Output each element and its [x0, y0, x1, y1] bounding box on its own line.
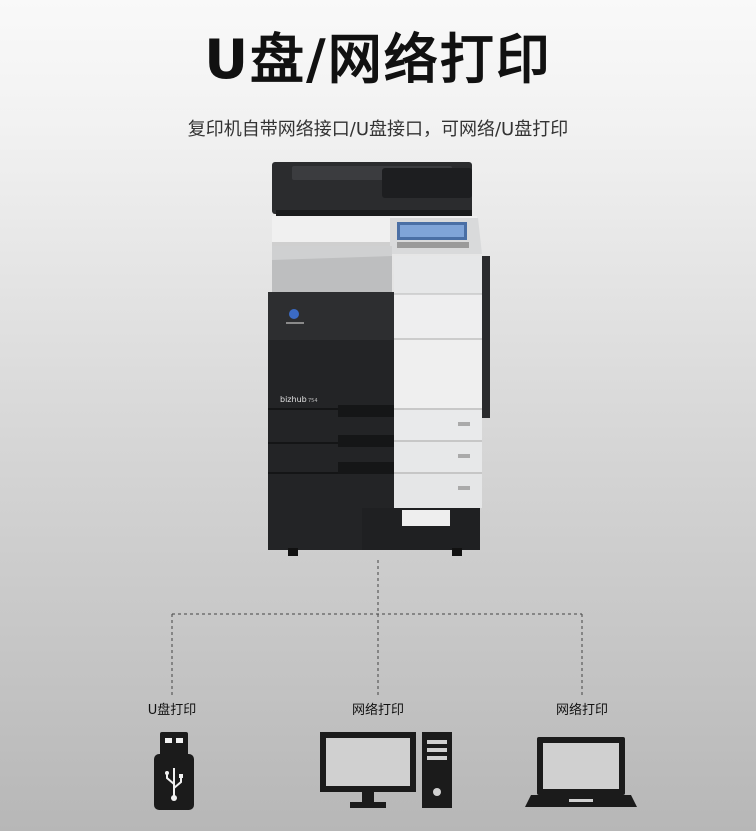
- printer-brand-text: bizhub: [280, 395, 307, 404]
- usb-print-label: U盘打印: [147, 703, 197, 718]
- network-print-label-desktop: 网络打印: [351, 703, 404, 718]
- desktop-computer-icon: [320, 732, 452, 808]
- usb-drive-icon: [154, 732, 194, 810]
- page-title: U盘/网络打印: [204, 28, 552, 91]
- page-subtitle: 复印机自带网络接口/U盘接口，可网络/U盘打印: [187, 119, 569, 140]
- network-print-label-laptop: 网络打印: [555, 703, 608, 718]
- printer-image: bizhub 754: [268, 162, 490, 556]
- laptop-icon: [525, 737, 637, 807]
- printer-model-text: 754: [308, 398, 318, 404]
